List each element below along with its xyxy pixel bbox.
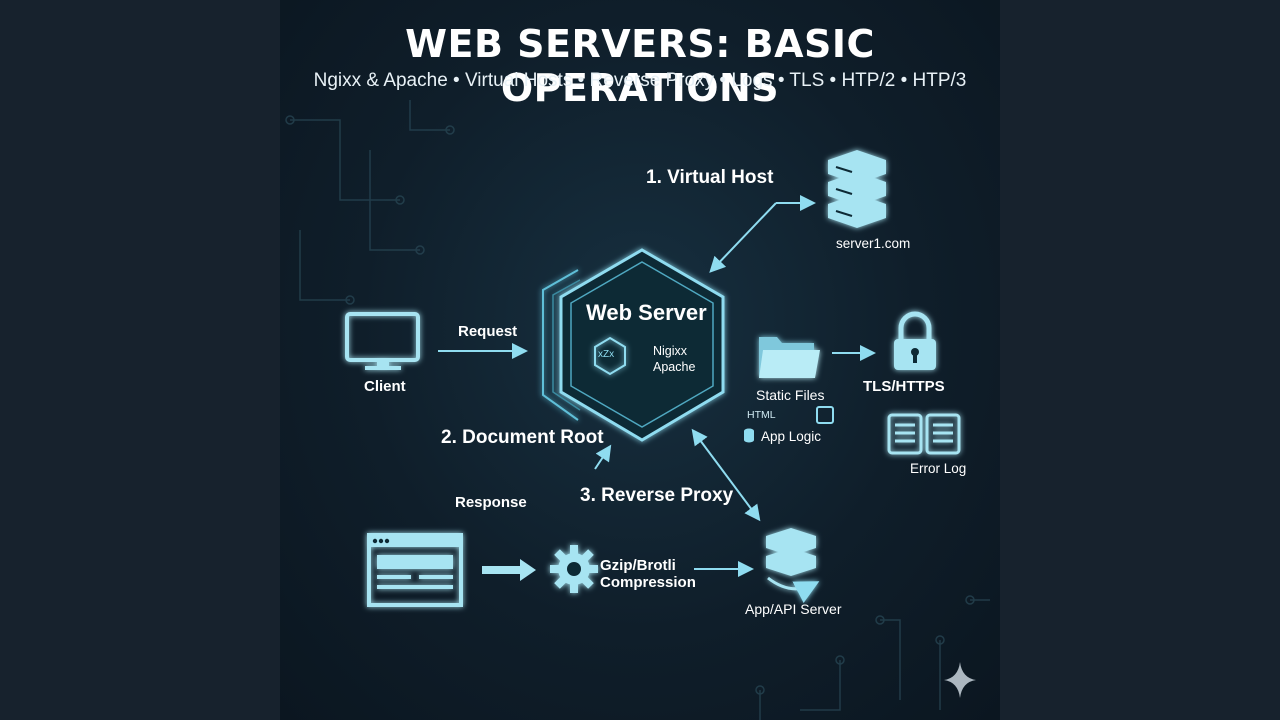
response-label: Response bbox=[455, 494, 527, 511]
app-logic-label: App Logic bbox=[761, 429, 822, 444]
css-badge-icon bbox=[816, 406, 834, 424]
server-logo-icon bbox=[594, 336, 626, 376]
compression-line-1: Gzip/Brotli bbox=[600, 557, 676, 574]
logo-text: xZx bbox=[598, 349, 615, 360]
browser-window-icon bbox=[367, 533, 463, 607]
tls-label: TLS/HTTPS bbox=[863, 378, 945, 395]
step-document-root: 2. Document Root bbox=[441, 427, 604, 448]
database-icon bbox=[744, 428, 754, 443]
step-reverse-proxy: 3. Reverse Proxy bbox=[580, 485, 734, 506]
web-server-hexagon bbox=[542, 248, 725, 442]
error-log-label: Error Log bbox=[910, 461, 967, 476]
diagram-subtitle: Ngixx & Apache • Virtual Hosts • Reverse… bbox=[313, 70, 967, 91]
server1-label: server1.com bbox=[836, 236, 911, 251]
software-line-1: Nigixx bbox=[653, 344, 688, 358]
folder-icon bbox=[759, 337, 820, 378]
diagram-canvas: WEB SERVERS: BASIC OPERATIONS Ngixx & Ap… bbox=[280, 0, 1000, 720]
step-virtual-host: 1. Virtual Host bbox=[646, 167, 774, 188]
diagram-graphics bbox=[285, 100, 990, 720]
gear-icon bbox=[550, 545, 598, 593]
server-stack-icon bbox=[828, 150, 886, 228]
app-server-icon bbox=[766, 528, 820, 603]
html-label: HTML bbox=[747, 409, 776, 421]
diagram-title: WEB SERVERS: BASIC OPERATIONS bbox=[405, 22, 875, 110]
left-margin bbox=[0, 0, 280, 720]
client-monitor-icon bbox=[345, 312, 420, 370]
right-margin bbox=[1000, 0, 1280, 720]
thick-arrow bbox=[482, 559, 536, 581]
request-label: Request bbox=[458, 323, 518, 340]
app-api-server-label: App/API Server bbox=[745, 601, 842, 617]
circuit-decoration bbox=[285, 100, 990, 720]
sparkle-icon bbox=[944, 662, 976, 698]
software-line-2: Apache bbox=[653, 360, 696, 374]
error-log-scroll-icon bbox=[887, 413, 961, 455]
client-label: Client bbox=[364, 378, 406, 395]
static-files-label: Static Files bbox=[756, 387, 825, 403]
web-server-title: Web Server bbox=[586, 300, 707, 325]
connector-arrows bbox=[438, 195, 876, 577]
compression-line-2: Compression bbox=[600, 574, 696, 591]
lock-icon bbox=[894, 311, 936, 370]
